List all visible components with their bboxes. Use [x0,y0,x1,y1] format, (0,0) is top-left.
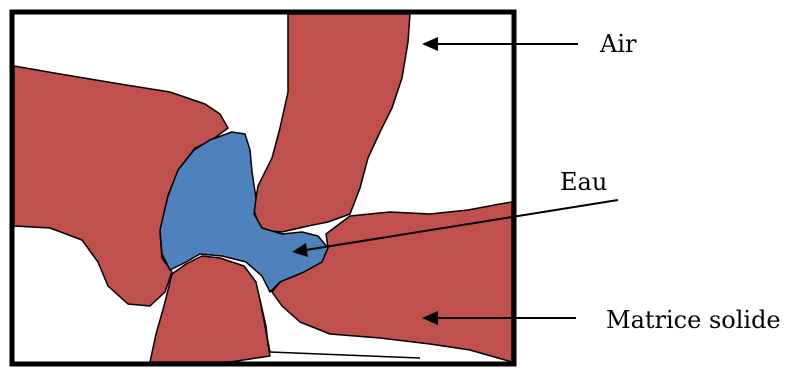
label-air: Air [599,30,637,58]
label-solid: Matrice solide [606,306,781,334]
label-water: Eau [560,168,607,196]
